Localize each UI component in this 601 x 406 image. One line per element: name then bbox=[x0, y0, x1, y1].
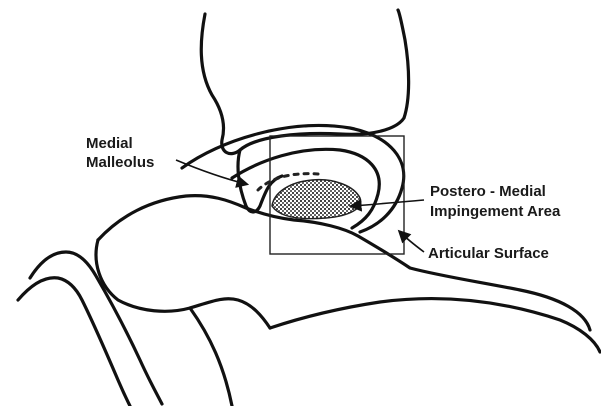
soft-tissue-line bbox=[190, 308, 232, 406]
impingement-area bbox=[272, 180, 361, 219]
impingement-area-label-line2: Impingement Area bbox=[430, 203, 561, 220]
lower-bone-outline bbox=[270, 299, 600, 352]
impingement-area-arrow bbox=[352, 200, 424, 206]
medial-malleolus-label: Medial Malleolus bbox=[86, 135, 154, 171]
medial-malleolus-arrow bbox=[176, 160, 246, 184]
impingement-area-label: Postero - Medial Impingement Area bbox=[430, 183, 561, 220]
medial-malleolus-label-line1: Medial bbox=[86, 135, 133, 152]
articular-surface-label: Articular Surface bbox=[428, 245, 549, 262]
tibia-outline bbox=[201, 10, 408, 154]
medial-malleolus-label-line2: Malleolus bbox=[86, 154, 154, 171]
hindfoot-lower-outline bbox=[96, 240, 270, 328]
impingement-area-label-line1: Postero - Medial bbox=[430, 183, 546, 200]
